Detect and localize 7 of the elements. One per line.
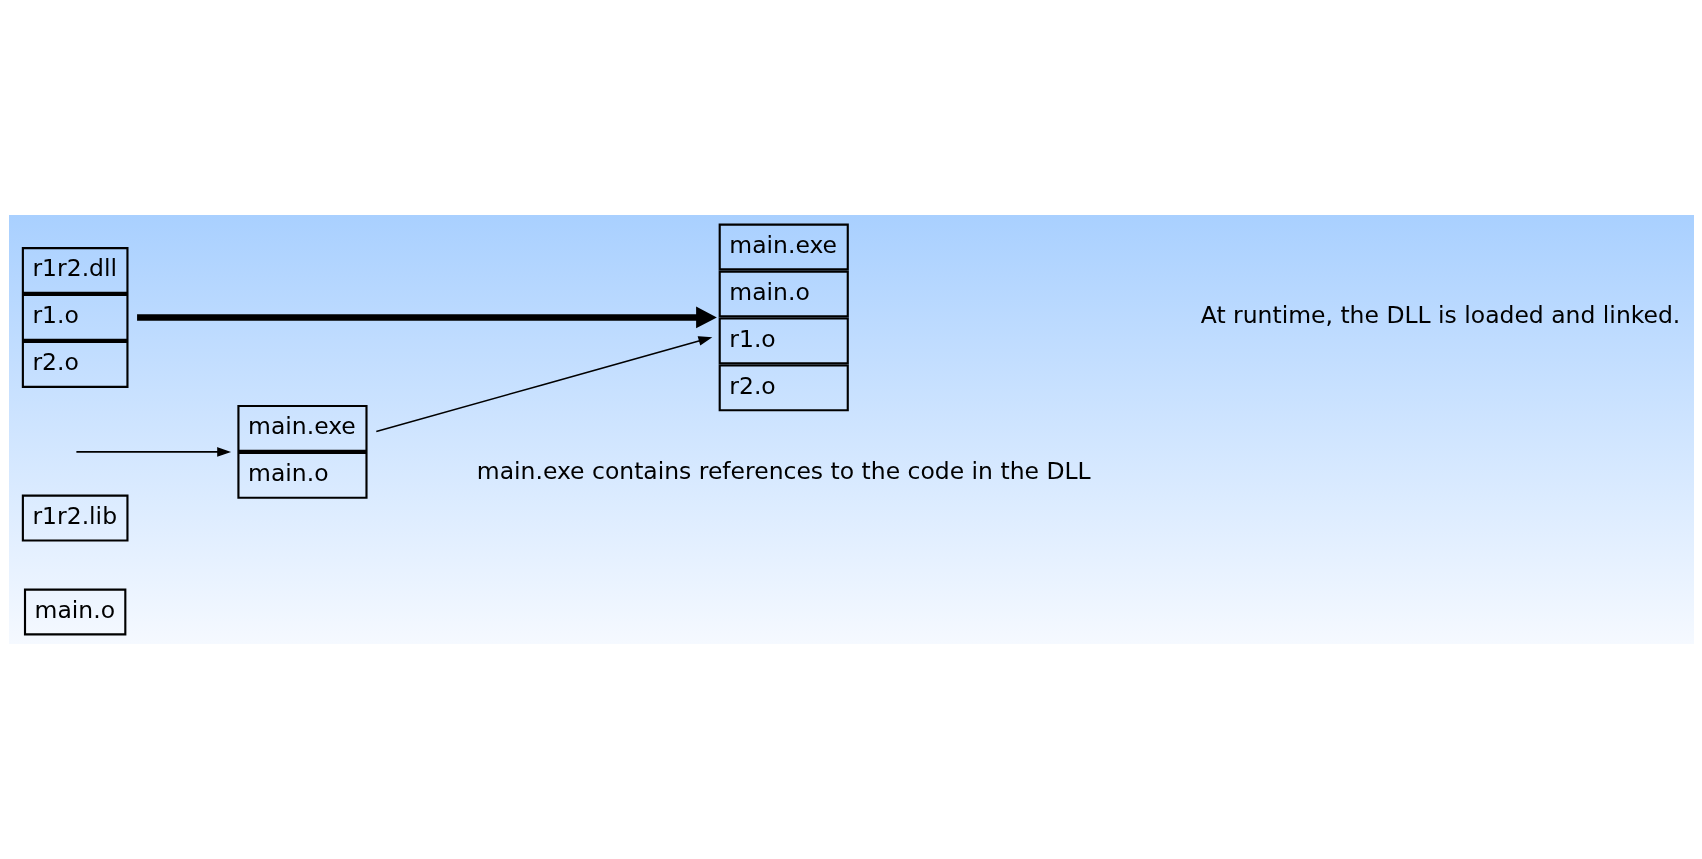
node-box: r1r2.lib xyxy=(21,494,128,542)
arrow xyxy=(375,336,712,433)
label: main.exe contains references to the code in the DLL xyxy=(476,457,1091,486)
node-box: main.o xyxy=(23,588,126,636)
label: At runtime, the DLL is loaded and linked. xyxy=(1200,301,1680,330)
arrow xyxy=(136,306,717,329)
arrow xyxy=(75,447,231,457)
